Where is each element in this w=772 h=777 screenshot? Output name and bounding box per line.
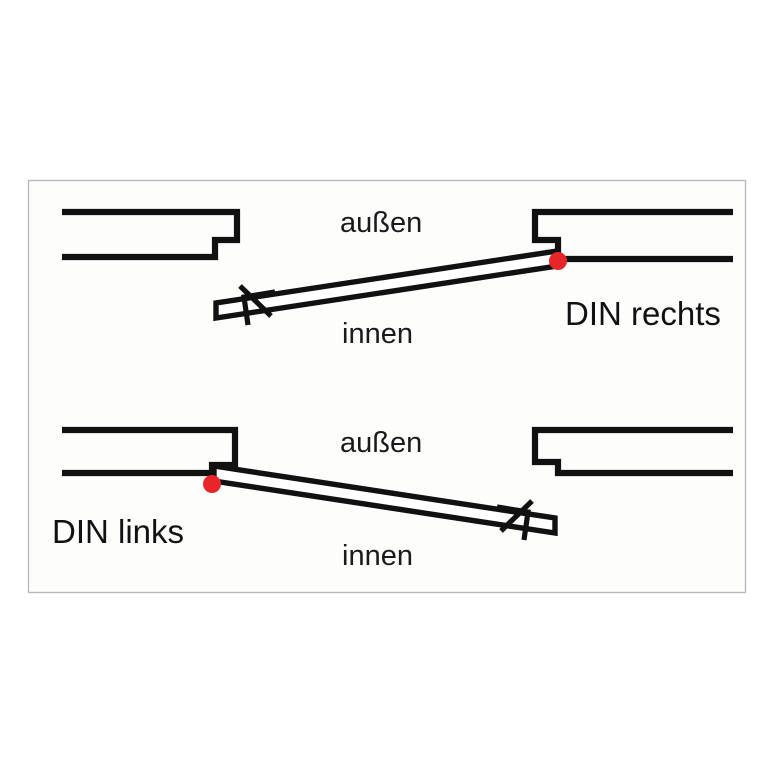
hinge-point-lower xyxy=(203,475,221,493)
frame-upper-left xyxy=(62,208,241,261)
din-links-group: außen innen DIN links xyxy=(52,426,733,572)
door-handle-upper xyxy=(238,284,276,326)
label-inside-upper: innen xyxy=(342,318,413,350)
label-din-rechts: DIN rechts xyxy=(565,295,721,332)
label-din-links: DIN links xyxy=(52,513,184,550)
label-outside-upper: außen xyxy=(340,207,422,239)
label-outside-lower: außen xyxy=(340,427,422,459)
hinge-point-upper xyxy=(549,252,567,270)
label-inside-lower: innen xyxy=(342,540,413,572)
door-handle-lower xyxy=(496,499,534,541)
diagram-panel xyxy=(27,179,747,594)
din-rechts-group: außen innen DIN rechts xyxy=(62,207,733,350)
frame-lower-right xyxy=(531,426,733,477)
frame-upper-right xyxy=(531,208,733,263)
